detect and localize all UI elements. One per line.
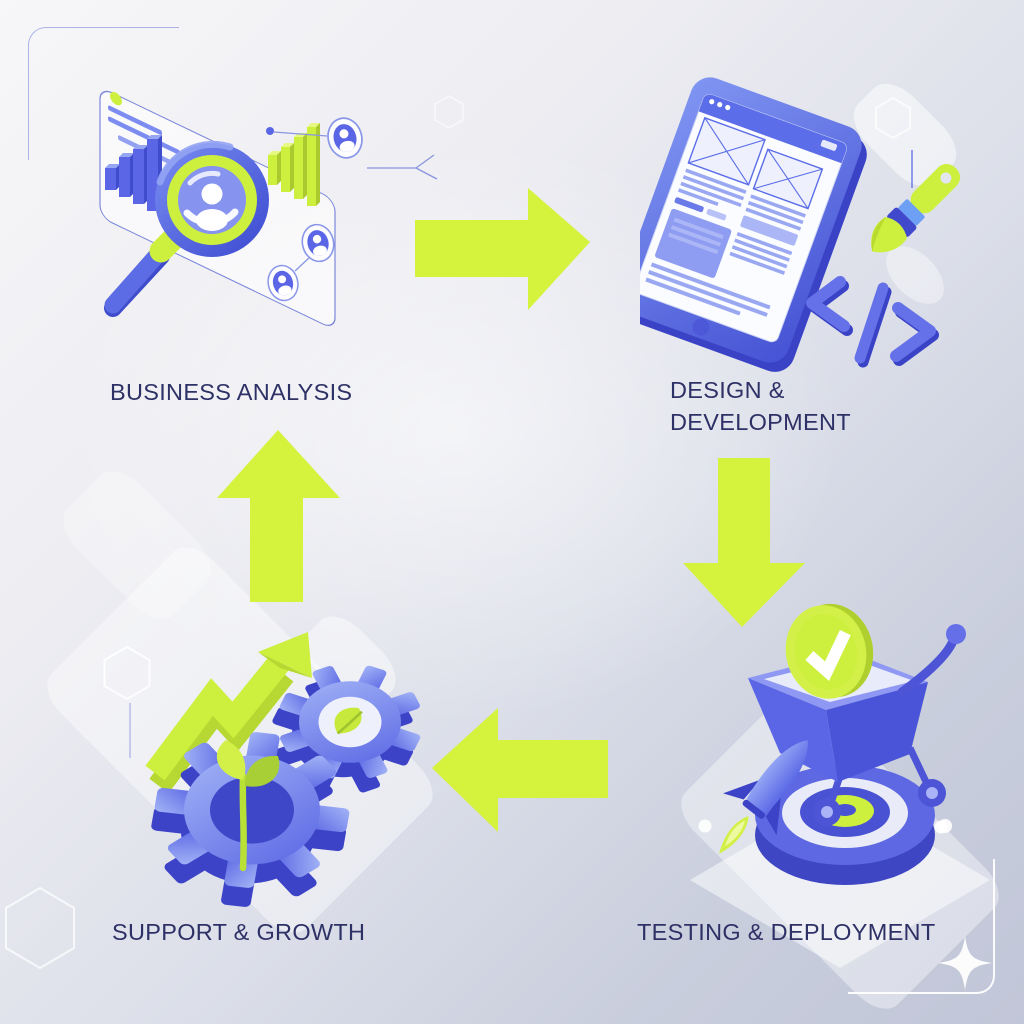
lime-bar-chart [268,123,320,206]
hexagon-outline-icon [103,645,151,701]
corner-frame-bottom-right [848,859,995,994]
small-gear-icon [247,646,430,813]
tablet-wireframe-code-brush-icon [640,77,961,372]
stage-label-business-analysis: BUSINESS ANALYSIS [110,379,353,405]
arrow-left-shape [432,708,608,832]
code-brackets-icon [806,276,939,368]
home-button [692,318,710,336]
hexagon-outline-icon [875,96,911,140]
person-icon [201,183,223,205]
tablet [640,77,867,372]
dot-decoration [934,820,948,834]
wireframe-content [645,116,824,317]
gears-sprout-growth-arrow-icon [139,632,430,917]
magnifier [104,140,269,317]
stage-label-design-development: DESIGN & DEVELOPMENT [670,377,851,436]
flow-arrow-up-icon [217,430,340,602]
user-avatar-icon [323,113,367,163]
arrow-down-shape [683,458,805,627]
rocket-icon [719,740,808,854]
sprout-icon [216,740,280,872]
large-gear-icon [139,722,362,917]
dot-decoration [698,819,712,833]
flow-arrow-right-icon [415,188,590,310]
flow-arrow-down-icon [683,458,805,627]
node-dot [266,127,274,135]
paintbrush-icon [871,163,961,253]
arrow-up-shape [217,430,340,602]
hexagon-outline-icon [434,95,464,129]
check-coin-icon [785,603,874,699]
browser-bar [698,94,847,164]
stage-label-support-growth: SUPPORT & GROWTH [112,919,366,945]
lime-dot [110,92,122,106]
growth-arrow-icon [145,632,312,794]
shopping-cart [748,603,966,826]
flow-arrow-left-icon [432,708,608,832]
sparkle-icon [938,936,992,990]
magnifying-glass-analytics-icon [99,90,438,327]
arrow-right-shape [415,188,590,310]
connector-lines [273,131,438,272]
blue-bar-chart [105,135,162,211]
cart-checkmark-rocket-target-icon [690,603,990,968]
stage-label-testing-deployment: TESTING & DEPLOYMENT [637,919,936,945]
corner-frame-top-left [28,27,179,160]
hexagon-outline-icon [5,886,75,970]
